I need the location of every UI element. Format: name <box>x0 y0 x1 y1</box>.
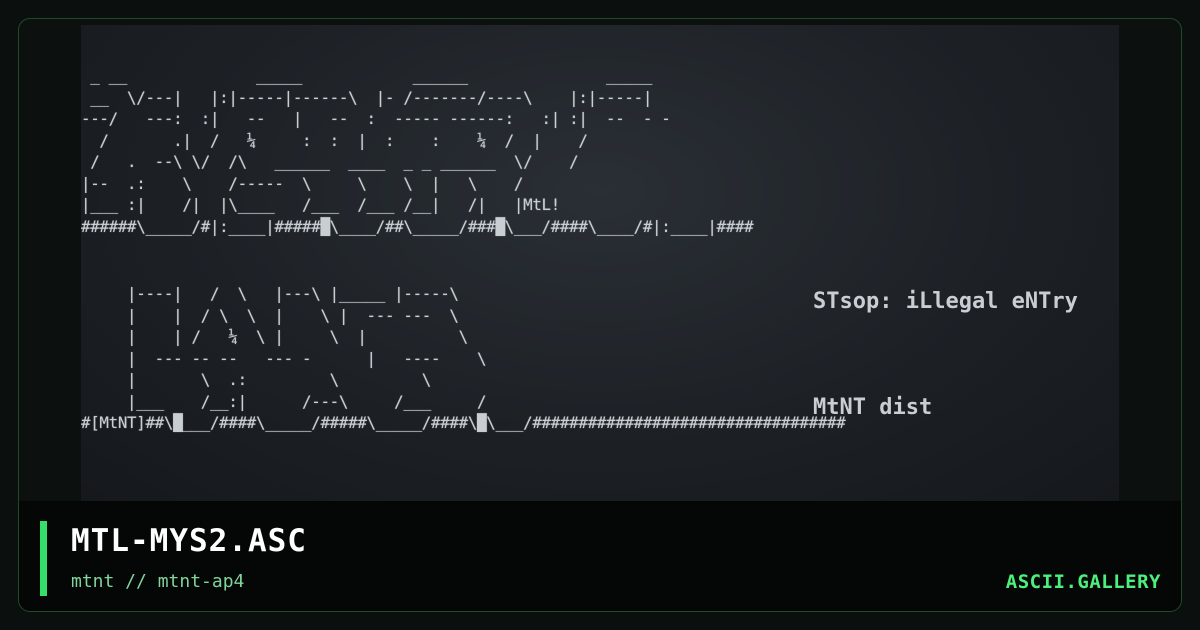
ascii-art-lower: |----| / \ |---\ |_____ |-----\ | | / \ … <box>81 284 846 432</box>
art-note-bottom: MtNT dist <box>813 395 933 420</box>
info-bar: MTL-MYS2.ASC mtnt // mtnt-ap4 ASCII.GALL… <box>19 501 1181 611</box>
ascii-art-upper: _ __ _____ ______ _____ __ \/---| |:|---… <box>81 66 754 236</box>
card-frame: _ __ _____ ______ _____ __ \/---| |:|---… <box>18 18 1182 612</box>
site-brand-link[interactable]: ASCII.GALLERY <box>1005 571 1161 593</box>
art-note-top: STsop: iLlegal eNTry <box>813 289 1078 314</box>
file-subtitle: mtnt // mtnt-ap4 <box>71 571 245 592</box>
ascii-art-preview: _ __ _____ ______ _____ __ \/---| |:|---… <box>81 25 1119 501</box>
file-title: MTL-MYS2.ASC <box>71 523 307 559</box>
accent-stripe <box>40 521 47 596</box>
